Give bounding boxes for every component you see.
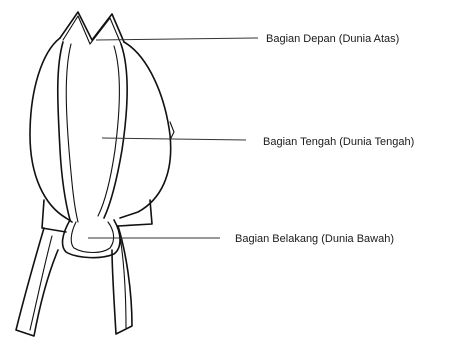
left-lobe bbox=[30, 38, 72, 222]
right-strap bbox=[112, 226, 132, 334]
lower-body-inner bbox=[71, 222, 113, 253]
ulos-drawing bbox=[16, 12, 174, 336]
label-front: Bagian Depan (Dunia Atas) bbox=[266, 33, 399, 45]
leader-line-front bbox=[96, 38, 258, 40]
right-inner-fold bbox=[104, 44, 127, 218]
left-inner-fold-2 bbox=[66, 44, 78, 222]
right-strap-inner bbox=[120, 236, 126, 328]
left-strap bbox=[16, 228, 58, 336]
label-back: Bagian Belakang (Dunia Bawah) bbox=[235, 233, 394, 245]
right-lobe bbox=[120, 42, 171, 218]
label-middle: Bagian Tengah (Dunia Tengah) bbox=[263, 136, 414, 148]
right-inner-fold-2 bbox=[98, 46, 119, 216]
left-strap-inner bbox=[30, 236, 52, 330]
